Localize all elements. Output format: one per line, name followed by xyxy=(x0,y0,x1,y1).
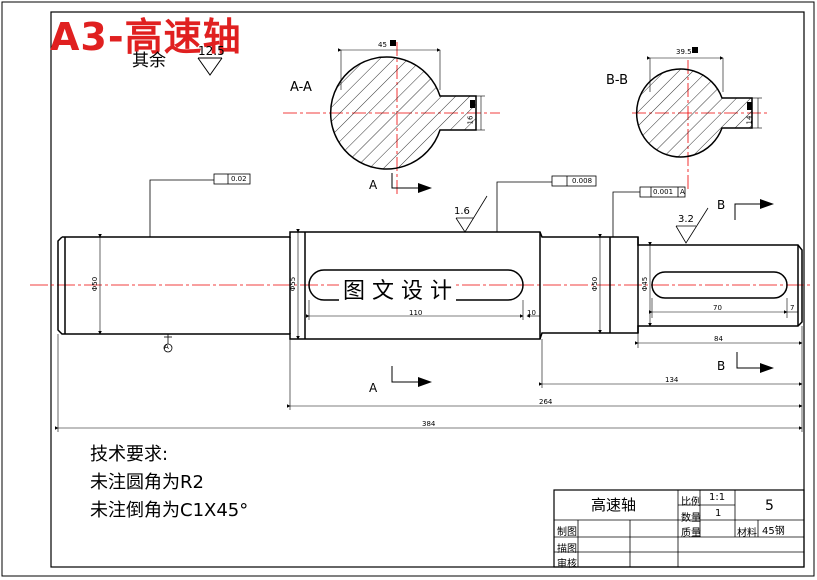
tolerance-right-ref: A xyxy=(680,188,685,196)
tb-traced-label: 描图 xyxy=(557,544,577,555)
section-aa xyxy=(283,40,500,195)
tolerance-right xyxy=(612,186,686,237)
roughness-right-value: 3.2 xyxy=(678,214,694,225)
section-bb-label: B-B xyxy=(606,73,629,88)
aa-keyway-dim: 16 xyxy=(466,115,475,125)
cut-arrow-a-top xyxy=(391,173,432,193)
inner-border xyxy=(50,11,805,568)
title-block-grid xyxy=(553,489,805,568)
len-264: 264 xyxy=(539,398,553,406)
dia-mid2: Φ50 xyxy=(591,276,600,292)
cut-marker-b-top: B xyxy=(717,198,726,212)
tolerance-mid xyxy=(496,175,597,232)
keyway-right xyxy=(651,271,788,299)
dia-right: Φ45 xyxy=(641,276,650,292)
watermark-text: 图 文 设 计 xyxy=(339,273,456,305)
bb-width-dim: 39.5 xyxy=(676,48,692,56)
key-off-mid: 10 xyxy=(527,309,536,317)
length-dimensions xyxy=(55,326,803,432)
sheet-title: A3-高速轴 xyxy=(50,15,242,59)
roughness-other-symbol xyxy=(197,57,223,76)
shaft-outline xyxy=(57,231,803,340)
tb-part-name: 高速轴 xyxy=(591,496,637,514)
section-bb xyxy=(632,47,770,190)
len-84: 84 xyxy=(714,335,723,343)
dia-left: Φ50 xyxy=(91,276,100,292)
requirements-line2: 未注倒角为C1X45° xyxy=(90,500,249,521)
tb-sheet-no: 5 xyxy=(765,498,774,514)
roughness-left-value: 1.6 xyxy=(454,206,470,217)
keyway-dimensions xyxy=(306,298,798,320)
key-len-mid: 110 xyxy=(409,309,423,317)
tolerance-right-value: 0.001 xyxy=(653,188,674,196)
tb-scale-label: 比例 xyxy=(681,497,701,508)
roughness-other-label: 其余 xyxy=(132,51,166,71)
cut-arrow-b-bottom xyxy=(736,352,774,373)
dia-mid: Φ55 xyxy=(289,276,298,292)
tb-weight-label: 质量 xyxy=(681,528,701,539)
tb-qty-value: 1 xyxy=(715,508,722,519)
tolerance-mid-value: 0.008 xyxy=(572,177,593,185)
tb-scale-value: 1:1 xyxy=(709,492,726,503)
cut-arrow-b-top xyxy=(734,199,774,220)
tb-checked-label: 审核 xyxy=(557,559,577,570)
datum-label: A xyxy=(164,343,169,351)
tb-material-value: 45钢 xyxy=(762,526,785,537)
roughness-right xyxy=(675,207,709,244)
key-len-right: 70 xyxy=(713,304,722,312)
keyway-middle xyxy=(308,269,524,301)
cut-marker-a-bottom: A xyxy=(369,381,378,395)
roughness-left xyxy=(455,195,488,233)
cut-arrow-a-bottom xyxy=(391,366,432,387)
roughness-other-value: 12.5 xyxy=(198,44,225,58)
tolerance-left-value: 0.02 xyxy=(231,175,247,183)
tb-material-label: 材料 xyxy=(737,528,757,539)
bb-keyway-dim: 14 xyxy=(745,115,754,125)
len-134: 134 xyxy=(665,376,679,384)
tb-qty-label: 数量 xyxy=(681,513,701,524)
cut-marker-a-top: A xyxy=(369,178,378,192)
key-off-right: 7 xyxy=(790,304,795,312)
requirements-line1: 未注圆角为R2 xyxy=(90,472,204,493)
datum-a-symbol xyxy=(163,334,173,353)
requirements-heading: 技术要求: xyxy=(90,444,169,465)
aa-width-dim: 45 xyxy=(378,41,387,49)
section-aa-label: A-A xyxy=(290,80,312,95)
len-384: 384 xyxy=(422,420,436,428)
cut-marker-b-bottom: B xyxy=(717,359,726,373)
tb-drawn-label: 制图 xyxy=(557,527,577,538)
tolerance-left xyxy=(149,173,251,237)
